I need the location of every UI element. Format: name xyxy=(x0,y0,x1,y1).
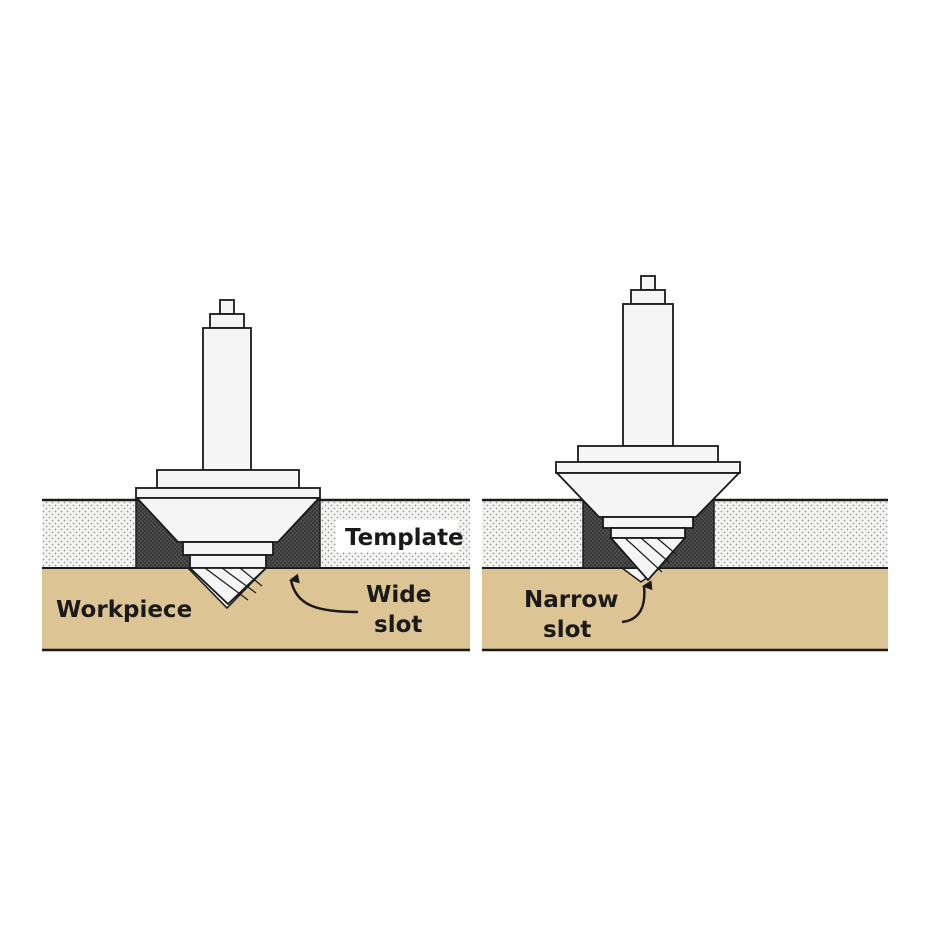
arrow-icon xyxy=(289,573,359,614)
template-left xyxy=(42,500,136,568)
panel-left-wide-slot: Workpiece Template Wide slot xyxy=(42,299,470,652)
panel-right-narrow-slot: Narrow slot xyxy=(482,275,888,652)
template-left xyxy=(482,500,583,568)
workpiece-label: Workpiece xyxy=(56,597,192,623)
template-label: Template xyxy=(345,525,464,551)
wide-slot-label-line1: Wide xyxy=(366,582,431,608)
narrow-slot-label-line2: slot xyxy=(543,617,591,643)
template-label-bg xyxy=(336,520,458,552)
narrow-slot-label-line1: Narrow xyxy=(524,587,619,613)
template-right xyxy=(714,500,888,568)
wide-slot-label-line2: slot xyxy=(374,612,422,638)
workpiece-block xyxy=(482,568,888,650)
router-bit-icon xyxy=(134,299,322,606)
router-bit-icon xyxy=(554,275,742,582)
arrow-icon xyxy=(621,580,653,624)
